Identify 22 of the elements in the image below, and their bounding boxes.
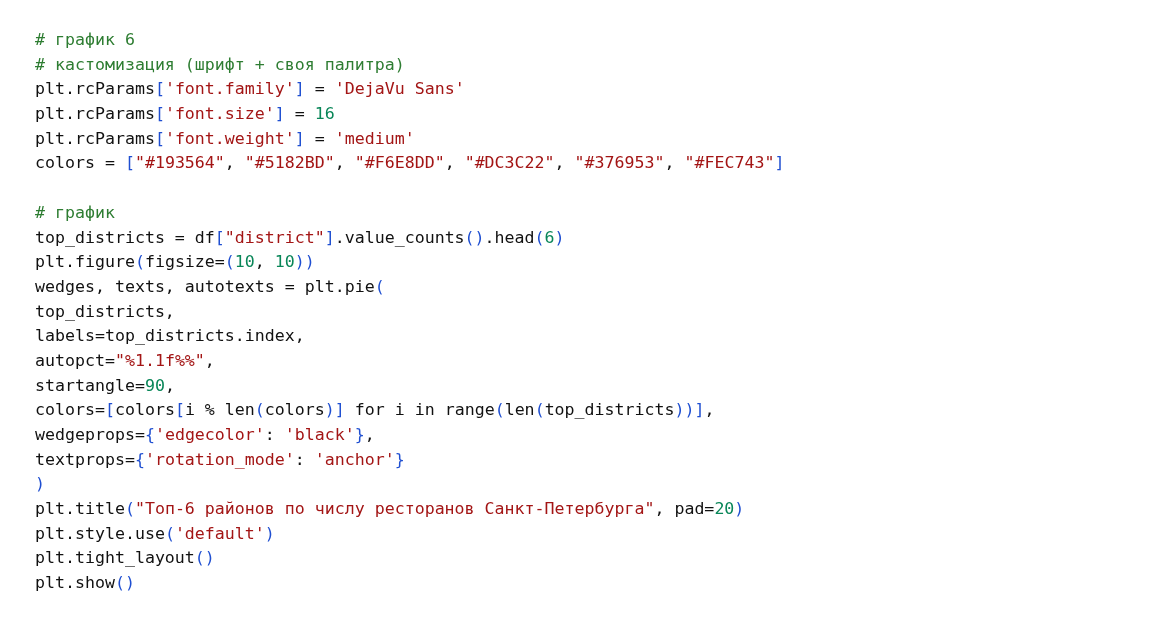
code-line: top_districts = df["district"].value_counts().head(6) bbox=[35, 226, 565, 249]
code-line: plt.style.use('default') bbox=[35, 522, 275, 545]
code-line: labels=top_districts.index, bbox=[35, 325, 305, 348]
code-line: ) bbox=[35, 473, 45, 496]
code-line: plt.rcParams['font.size'] = 16 bbox=[35, 103, 335, 126]
code-line: wedges, texts, autotexts = plt.pie( bbox=[35, 275, 385, 298]
code-comment: # график bbox=[35, 201, 115, 224]
code-line: startangle=90, bbox=[35, 374, 175, 397]
code-line: autopct="%1.1f%%", bbox=[35, 349, 215, 372]
code-line: plt.rcParams['font.weight'] = 'medium' bbox=[35, 127, 415, 150]
code-line: colors=[colors[i % len(colors)] for i in range(len(top_districts))], bbox=[35, 399, 715, 422]
code-line: top_districts, bbox=[35, 300, 175, 323]
code-line: plt.show() bbox=[35, 572, 135, 595]
code-comment: # кастомизация (шрифт + своя палитра) bbox=[35, 53, 405, 76]
code-line: plt.title("Топ-6 районов по числу ресторанов Санкт-Петербурга", pad=20) bbox=[35, 498, 745, 521]
code-line: plt.rcParams['font.family'] = 'DejaVu Sans' bbox=[35, 78, 465, 101]
code-line: plt.figure(figsize=(10, 10)) bbox=[35, 251, 315, 274]
code-comment: # график 6 bbox=[35, 29, 135, 51]
code-line: plt.tight_layout() bbox=[35, 547, 215, 570]
code-line: wedgeprops={'edgecolor': 'black'}, bbox=[35, 424, 375, 446]
code-line: colors = ["#193564", "#5182BD", "#F6E8DD", "#DC3C22", "#376953", "#FEC743"] bbox=[35, 152, 785, 175]
code-line: textprops={'rotation_mode': 'anchor'} bbox=[35, 448, 405, 471]
